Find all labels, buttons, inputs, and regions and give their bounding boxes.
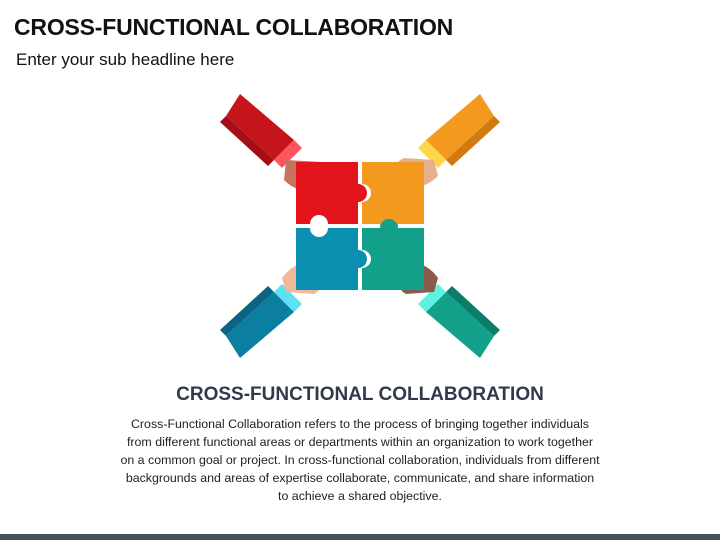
blue-sleeve-hand <box>220 257 323 358</box>
slide-title: CROSS-FUNCTIONAL COLLABORATION <box>14 14 454 40</box>
blue-puzzle-piece <box>296 228 367 290</box>
slide-subtitle: Enter your sub headline here <box>16 50 235 69</box>
red-puzzle-piece <box>296 162 367 224</box>
teal-puzzle-piece <box>362 219 424 290</box>
description-paragraph: Cross-Functional Collaboration refers to… <box>120 417 600 503</box>
puzzle-hands-illustration <box>220 94 500 358</box>
bottom-bar <box>0 534 720 540</box>
orange-puzzle-piece <box>362 162 424 233</box>
section-heading: CROSS-FUNCTIONAL COLLABORATION <box>176 384 544 405</box>
